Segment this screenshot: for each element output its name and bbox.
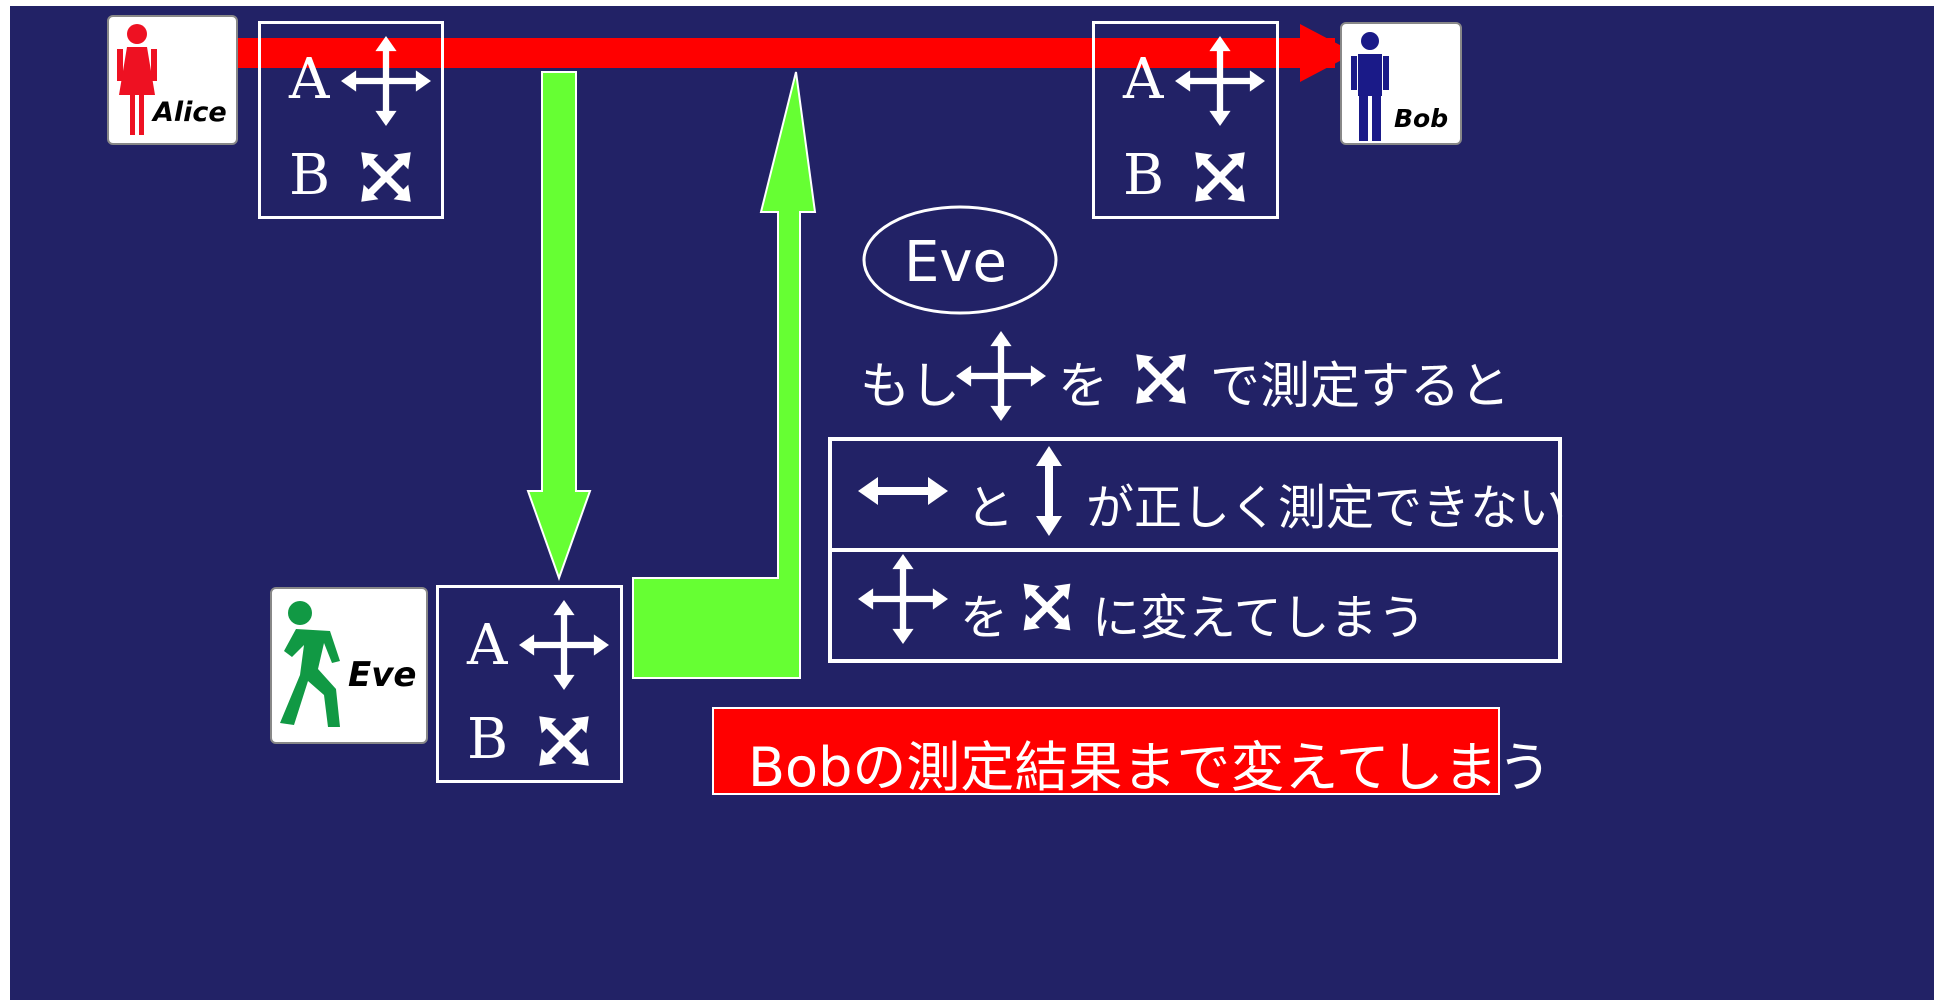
basis-label-a: A xyxy=(467,613,508,678)
basis-label-b: B xyxy=(467,707,509,772)
statement-line1-mid: を xyxy=(1058,357,1108,415)
eve-bubble-label: Eve xyxy=(904,230,1007,295)
vertical-arrow-icon xyxy=(1036,446,1062,536)
intercept-arrow-down xyxy=(526,71,592,581)
x-arrows-icon xyxy=(1136,354,1186,404)
x-arrows-icon xyxy=(539,716,589,766)
slide-background: Alice Bob Eve A B A B A xyxy=(10,6,1934,1000)
x-arrows-icon xyxy=(1195,152,1245,202)
eve-card: Eve xyxy=(270,587,428,744)
running-person-icon xyxy=(280,601,340,727)
statement-box xyxy=(828,437,1562,663)
plus-arrows-icon xyxy=(956,331,1046,421)
statement-box1-suffix: が正しく測定できない xyxy=(1086,480,1567,536)
channel-arrow xyxy=(235,24,1355,82)
conclusion-label: Bobの測定結果まで変えてしまう xyxy=(748,736,1552,799)
basis-label-b: B xyxy=(289,143,331,208)
resend-arrow-up xyxy=(632,71,817,679)
alice-card: Alice xyxy=(107,15,238,145)
x-arrows-icon xyxy=(1023,583,1071,631)
horizontal-arrow-icon xyxy=(858,477,948,505)
bob-name: Bob xyxy=(1394,104,1449,133)
eve-bubble xyxy=(862,205,1058,315)
bob-card: Bob xyxy=(1340,22,1462,145)
statement-divider xyxy=(832,548,1558,552)
plus-arrows-icon xyxy=(519,600,609,690)
statement-line1-prefix: もし xyxy=(860,357,960,415)
plus-arrows-icon xyxy=(858,554,948,644)
eve-basis-box: A B xyxy=(436,585,623,783)
female-person-icon xyxy=(117,24,157,135)
statement-box2-mid: を xyxy=(960,590,1009,646)
plus-arrows-icon xyxy=(1175,36,1265,126)
alice-name: Alice xyxy=(153,97,227,128)
bob-basis-box: A B xyxy=(1092,21,1279,219)
basis-label-b: B xyxy=(1123,143,1165,208)
statement-box2-suffix: に変えてしまう xyxy=(1092,590,1426,646)
conclusion-box: Bobの測定結果まで変えてしまう xyxy=(712,707,1552,799)
basis-label-a: A xyxy=(289,47,330,112)
eve-name: Eve xyxy=(348,655,417,695)
plus-arrows-icon xyxy=(341,36,431,126)
statement-line1-suffix: で測定すると xyxy=(1210,357,1510,415)
alice-basis-box: A B xyxy=(258,21,444,219)
x-arrows-icon xyxy=(361,152,411,202)
statement-box1-mid: と xyxy=(966,480,1015,536)
male-person-icon xyxy=(1351,32,1389,141)
basis-label-a: A xyxy=(1123,47,1164,112)
